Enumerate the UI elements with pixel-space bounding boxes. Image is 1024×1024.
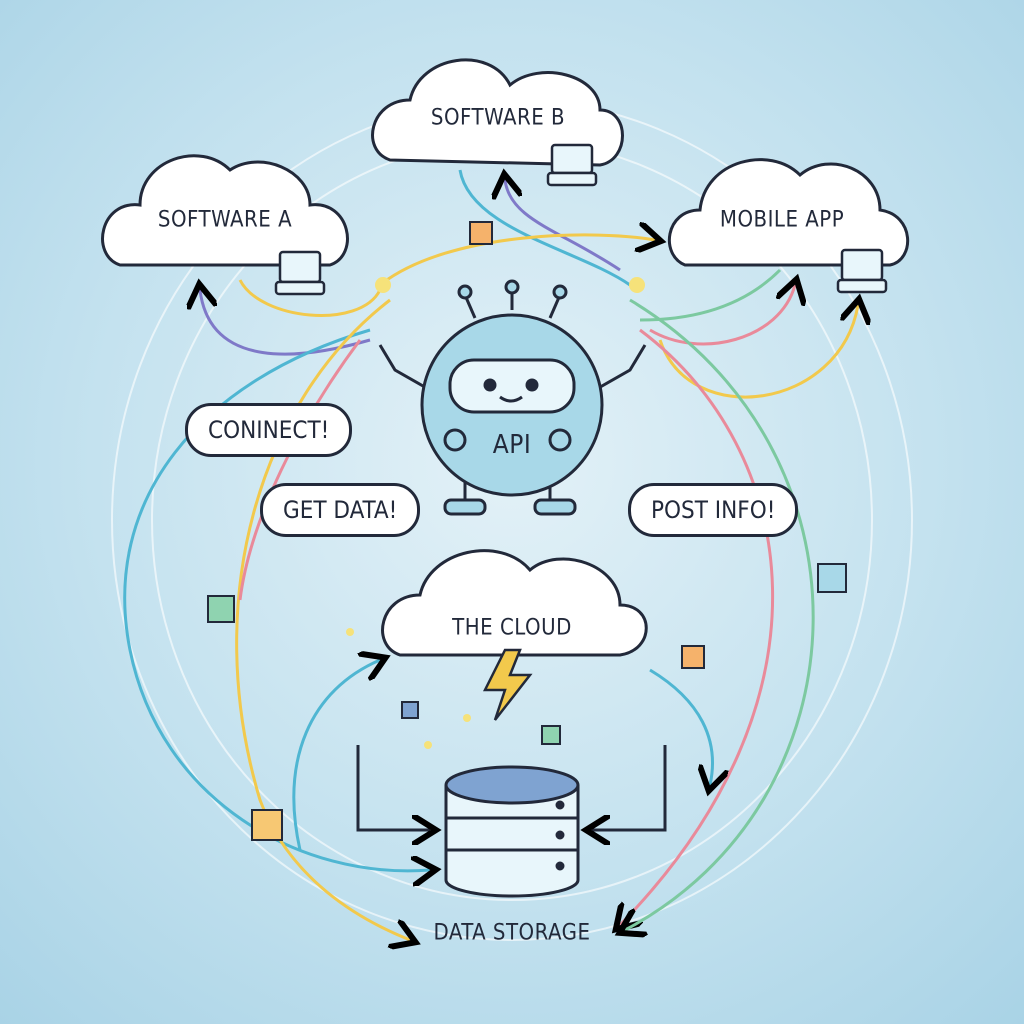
laptop-icon-software-b	[546, 143, 598, 187]
arrow-api-to-software-b	[505, 180, 621, 272]
connection-arrows	[123, 170, 858, 940]
database-icon	[444, 765, 580, 898]
lightning-icon	[482, 648, 533, 721]
bubble-get-data: GET DATA!	[260, 483, 421, 537]
cloud-mobile-app	[668, 158, 910, 267]
clouds	[101, 58, 910, 657]
label-data-storage: DATA STORAGE	[433, 920, 591, 946]
spark-dots	[346, 277, 645, 749]
arrow-api-to-mobile	[649, 285, 795, 346]
gear-icon	[548, 428, 572, 452]
bubble-connect: CONINECT!	[185, 403, 353, 457]
label-software-b: SOFTWARE B	[430, 105, 566, 131]
data-cube-icons	[207, 221, 847, 841]
arrow-api-to-software-a	[200, 290, 371, 356]
label-software-a: SOFTWARE A	[157, 207, 293, 233]
laptop-icon-mobile-app	[836, 248, 888, 294]
gear-icon	[443, 428, 467, 452]
api-robot	[378, 279, 647, 516]
laptop-icon-software-a	[274, 250, 326, 296]
bubble-post-info: POST INFO!	[628, 483, 799, 537]
label-the-cloud: THE CLOUD	[452, 615, 572, 641]
cloud-software-a	[101, 154, 349, 267]
label-api: API	[492, 430, 532, 460]
label-mobile-app: MOBILE APP	[719, 207, 845, 233]
cloud-software-b	[371, 58, 624, 167]
cloud-the-cloud	[381, 549, 648, 657]
laptop-icons	[274, 143, 888, 296]
